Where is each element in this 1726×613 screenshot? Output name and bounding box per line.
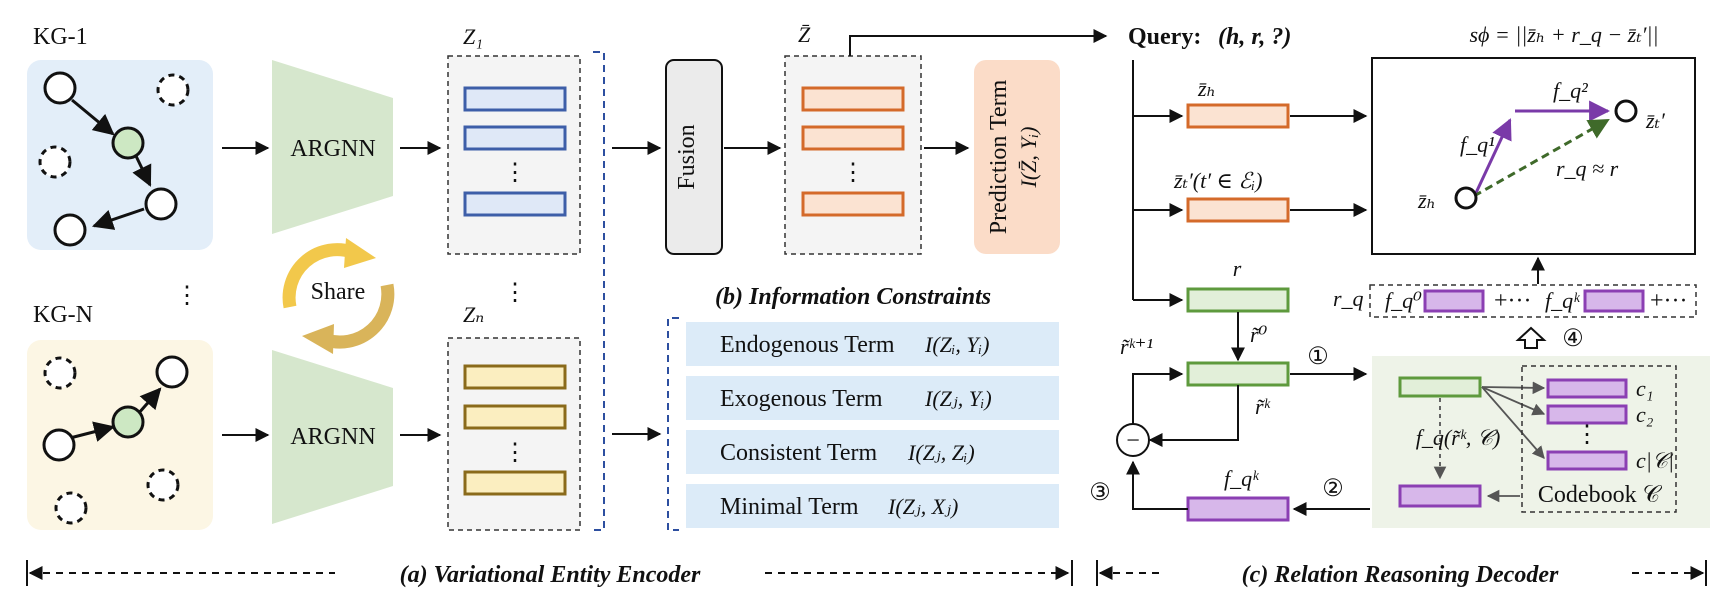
kg-top-label: KG-1 xyxy=(33,24,88,50)
kg-bottom-graph xyxy=(42,355,189,525)
svg-text:I(Zⱼ, Yᵢ): I(Zⱼ, Yᵢ) xyxy=(924,386,992,411)
fq-mapping-label: f_q(r̃ᵏ, 𝒞) xyxy=(1416,425,1501,450)
svg-text:Exogenous Term: Exogenous Term xyxy=(720,386,883,412)
step-3-marker: ③ xyxy=(1089,480,1111,506)
codebook-entry-n xyxy=(1546,450,1628,471)
arrow-rk-to-minus xyxy=(1148,385,1239,447)
zh-bar xyxy=(1186,103,1290,129)
fqk-label: f_qᵏ xyxy=(1224,466,1259,491)
score-formula: sϕ = ||z̄ₕ + r_q − z̄ₜ′|| xyxy=(1469,22,1658,47)
fusion-label: Fusion xyxy=(674,124,700,189)
rq-label: r_q xyxy=(1333,286,1364,311)
zbar-label: Z̄ xyxy=(798,22,811,47)
zn-bars xyxy=(463,364,567,496)
zh-label: z̄ₕ xyxy=(1197,76,1216,101)
kg-top-graph xyxy=(38,71,190,247)
svg-text:I(Zᵢ, Yᵢ): I(Zᵢ, Yᵢ) xyxy=(924,332,989,357)
arrow-minus-to-rk xyxy=(1132,367,1184,435)
codebook-label: Codebook 𝒞 xyxy=(1538,482,1663,508)
plot-f1-label: f_q¹ xyxy=(1460,132,1495,157)
codebook-cn: c|𝒞| xyxy=(1636,448,1674,473)
z1-bars xyxy=(463,86,567,217)
constraint-term-exogenous: Exogenous Term I(Zⱼ, Yᵢ) xyxy=(686,376,1059,420)
constraint-term-consistent: Consistent Term I(Zⱼ, Zᵢ) xyxy=(686,430,1059,474)
arrow-fqk-to-minus xyxy=(1126,460,1188,510)
zbar-dots: ⋮ xyxy=(841,160,865,186)
prediction-term-block xyxy=(974,60,1060,254)
rk-label: r̃ᵏ xyxy=(1255,394,1271,419)
seq-plus-2: +··· xyxy=(1650,288,1688,314)
fusion-block xyxy=(665,59,723,255)
codebook-entry-1 xyxy=(1546,378,1628,399)
decoder-caption: (c) Relation Reasoning Decoder xyxy=(1242,562,1559,588)
query-prefix: Query: xyxy=(1128,24,1201,50)
svg-text:Endogenous Term: Endogenous Term xyxy=(720,332,895,358)
zt-bar xyxy=(1186,197,1290,223)
encoder-bracket xyxy=(593,51,605,531)
z1-label: Z₁ xyxy=(463,24,483,49)
argnn-bottom-block xyxy=(272,350,393,524)
share-label: Share xyxy=(311,279,366,305)
svg-text:Consistent Term: Consistent Term xyxy=(720,440,878,466)
seq-plus-1: +··· xyxy=(1494,288,1532,314)
constraints-title: (b) Information Constraints xyxy=(715,284,991,310)
svg-text:Minimal Term: Minimal Term xyxy=(720,494,859,520)
zt-label: z̄ₜ′(t′ ∈ ℰᵢ) xyxy=(1173,168,1262,193)
svg-text:I(Zⱼ, Zᵢ): I(Zⱼ, Zᵢ) xyxy=(907,440,975,465)
argnn-top-label: ARGNN xyxy=(290,136,375,162)
codebook-query-bar xyxy=(1398,376,1482,398)
encoder-mid-dots: ⋮ xyxy=(503,280,527,306)
zbar-box xyxy=(784,55,922,255)
fqk-bar xyxy=(1186,496,1290,522)
encoder-caption: (a) Variational Entity Encoder xyxy=(400,562,701,588)
step-1-marker: ① xyxy=(1307,344,1329,370)
codebook-dots: ⋮ xyxy=(1575,422,1599,448)
constraint-term-endogenous: Endogenous Term I(Zᵢ, Yᵢ) xyxy=(686,322,1059,366)
arrow-zbar-query xyxy=(849,29,1108,56)
zn-label: Zₙ xyxy=(463,302,484,327)
zn-dots: ⋮ xyxy=(503,440,527,466)
seq-bar-0 xyxy=(1423,289,1485,313)
score-plot-vectors xyxy=(1454,99,1638,210)
codebook-matching-arrows xyxy=(1433,381,1546,503)
step-4-marker: ④ xyxy=(1562,326,1584,352)
codebook-box xyxy=(1521,365,1677,513)
plot-zh-label: z̄ₕ xyxy=(1417,188,1436,213)
rk1-label: r̃ᵏ⁺¹ xyxy=(1120,334,1153,359)
r0-label: r̃⁰ xyxy=(1250,322,1268,347)
argnn-bottom-label: ARGNN xyxy=(290,424,375,450)
seq-f0: f_q⁰ xyxy=(1385,288,1422,313)
minus-operator xyxy=(1116,423,1150,457)
seq-fk: f_qᵏ xyxy=(1545,288,1580,313)
r-label: r xyxy=(1233,256,1242,281)
codebook-output-bar xyxy=(1398,484,1482,508)
up-arrow-icon xyxy=(1515,326,1547,349)
plot-zt-label: z̄ₜ′ xyxy=(1645,108,1666,133)
svg-text:I(Zⱼ, Xⱼ): I(Zⱼ, Xⱼ) xyxy=(887,494,958,519)
query-tuple: (h, r, ?) xyxy=(1218,24,1291,50)
seq-bar-k xyxy=(1583,289,1645,313)
share-cycle-icon xyxy=(282,238,395,354)
kg-vertical-dots: ⋮ xyxy=(175,283,199,309)
step-2-marker: ② xyxy=(1322,476,1344,502)
codebook-c1: c₁ xyxy=(1636,376,1653,401)
z1-dots: ⋮ xyxy=(503,160,527,186)
kg-bottom-label: KG-N xyxy=(33,302,93,328)
prediction-term-label: Prediction Term xyxy=(986,79,1012,234)
argnn-top-block xyxy=(272,60,393,234)
codebook-c2: c₂ xyxy=(1636,402,1654,427)
prediction-term-formula: I(Z̄, Yᵢ) xyxy=(1016,127,1041,189)
plot-approx-label: r_q ≈ r xyxy=(1556,156,1619,181)
score-plot-box xyxy=(1371,57,1696,255)
r-bar xyxy=(1186,287,1290,313)
codebook-entry-2 xyxy=(1546,404,1628,425)
zbar-bars xyxy=(801,86,905,217)
rk-bar xyxy=(1186,361,1290,387)
constraint-term-minimal: Minimal Term I(Zⱼ, Xⱼ) xyxy=(686,484,1059,528)
z1-box xyxy=(447,55,581,255)
plot-f2-label: f_q² xyxy=(1553,78,1588,103)
constraints-bracket xyxy=(667,317,679,531)
minus-symbol: − xyxy=(1126,428,1140,454)
